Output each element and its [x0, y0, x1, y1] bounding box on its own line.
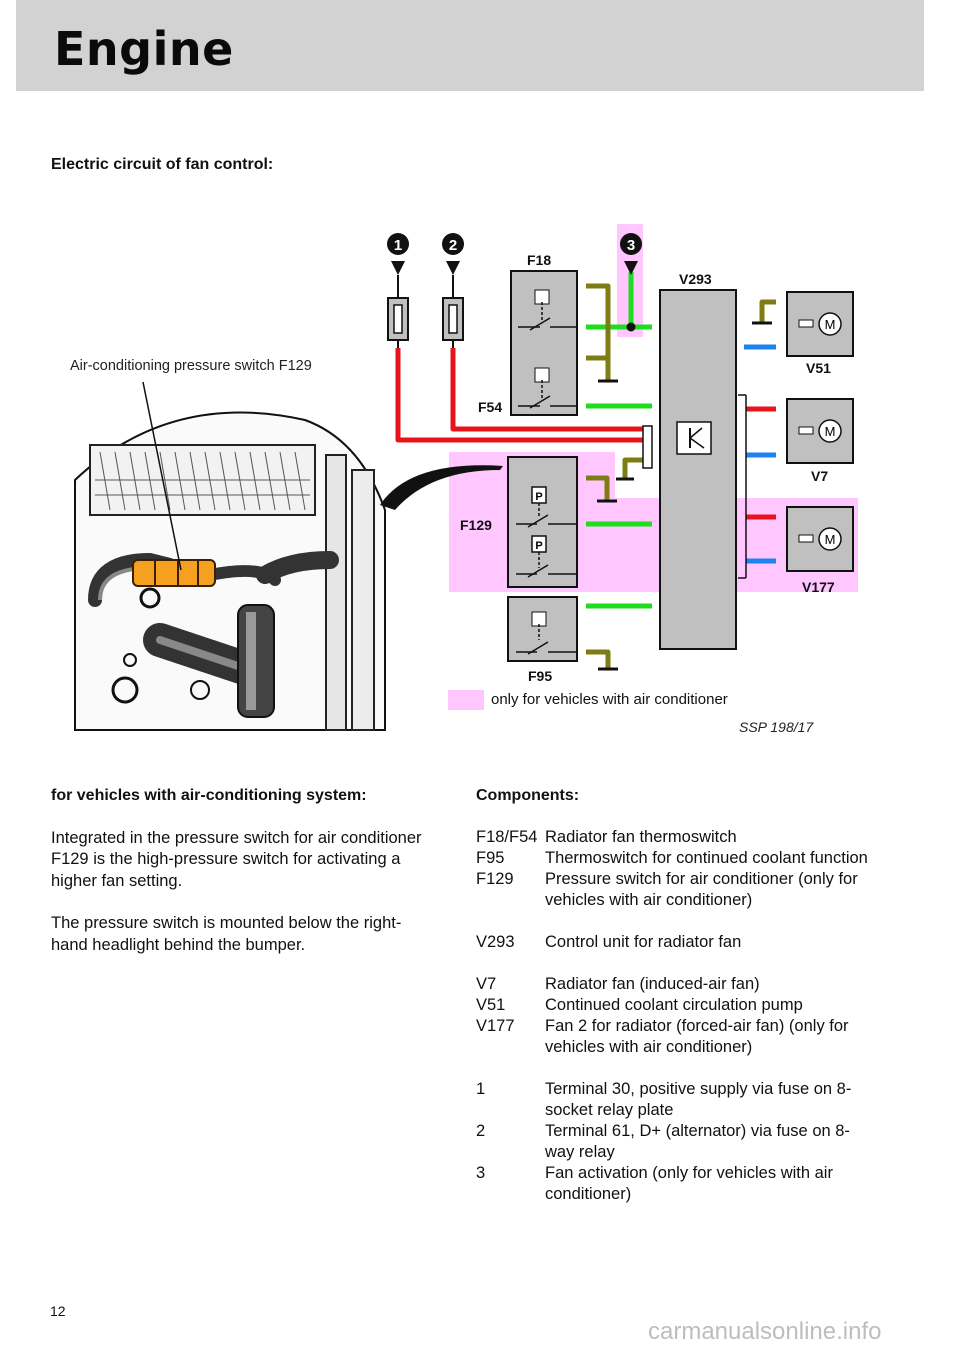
left-heading: for vehicles with air-conditioning syste… — [51, 787, 367, 804]
label-v7: V7 — [811, 468, 828, 484]
pressure-symbol-2: P — [535, 540, 542, 552]
motor-v51: M — [786, 291, 854, 357]
label-f95: F95 — [528, 668, 552, 684]
component-group: F18/F54 Radiator fan thermoswitch F95 Th… — [476, 827, 876, 911]
marker-2-label: 2 — [449, 237, 457, 254]
component-group: 1 Terminal 30, positive supply via fuse … — [476, 1079, 876, 1205]
switch-block-f95 — [507, 596, 578, 662]
component-code: V7 — [476, 975, 497, 993]
circuit-diagram: 1 2 3 P — [74, 224, 858, 731]
component-desc: Terminal 30, positive supply via fuse on… — [545, 1080, 852, 1119]
marker-2: 2 — [442, 233, 464, 348]
motor-v7: M — [786, 398, 854, 464]
ground-symbols — [597, 321, 772, 671]
marker-1-label: 1 — [394, 237, 402, 254]
page-title: Engine — [54, 22, 234, 76]
marker-3-label: 3 — [627, 237, 635, 254]
component-desc: Terminal 61, D+ (alternator) via fuse on… — [545, 1122, 850, 1161]
components-list: Components: F18/F54 Radiator fan thermos… — [476, 785, 876, 1226]
motor-symbol-v7: M — [825, 424, 836, 439]
marker-3: 3 — [620, 233, 642, 275]
component-desc: Pressure switch for air conditioner (onl… — [545, 870, 858, 909]
legend-text: only for vehicles with air conditioner — [491, 691, 728, 708]
motor-v177: M — [786, 506, 854, 572]
motor-symbol-v51: M — [825, 317, 836, 332]
left-paragraph-2: The pressure switch is mounted below the… — [51, 914, 402, 954]
component-desc: Continued coolant circulation pump — [545, 996, 803, 1014]
component-group: V7 Radiator fan (induced-air fan) V51 Co… — [476, 974, 876, 1058]
component-code: V51 — [476, 996, 506, 1014]
component-code: 2 — [476, 1122, 486, 1140]
switch-block-f129: P P — [507, 456, 578, 588]
callout-arrow — [380, 465, 503, 510]
marker-1: 1 — [387, 233, 409, 348]
left-column: for vehicles with air-conditioning syste… — [51, 785, 431, 977]
component-code: F129 — [476, 870, 514, 888]
label-f18: F18 — [527, 252, 551, 268]
label-v51: V51 — [806, 360, 831, 376]
component-code: F95 — [476, 849, 505, 867]
callout-label: Air-conditioning pressure switch F129 — [70, 358, 312, 374]
component-code: 3 — [476, 1164, 486, 1182]
component-row: 2 Terminal 61, D+ (alternator) via fuse … — [476, 1121, 876, 1163]
component-desc: Radiator fan thermoswitch — [545, 828, 737, 846]
component-code: V177 — [476, 1017, 515, 1035]
motor-symbol-v177: M — [825, 532, 836, 547]
callout-leader-line — [142, 381, 182, 571]
figure-reference: SSP 198/17 — [739, 719, 814, 735]
pressure-switch-photo — [74, 411, 386, 731]
component-code: 1 — [476, 1080, 486, 1098]
component-row: V177 Fan 2 for radiator (forced-air fan)… — [476, 1016, 876, 1058]
legend-swatch — [448, 690, 484, 710]
component-row: F129 Pressure switch for air conditioner… — [476, 869, 876, 911]
label-v177: V177 — [802, 579, 835, 595]
component-row: 3 Fan activation (only for vehicles with… — [476, 1163, 876, 1205]
switch-block-f18-f54 — [510, 270, 578, 416]
component-row: V51 Continued coolant circulation pump — [476, 995, 876, 1016]
component-row: 1 Terminal 30, positive supply via fuse … — [476, 1079, 876, 1121]
components-heading: Components: — [476, 787, 580, 804]
label-v293: V293 — [679, 271, 712, 287]
watermark: carmanualsonline.info — [648, 1318, 882, 1345]
component-desc: Radiator fan (induced-air fan) — [545, 975, 760, 993]
label-f54: F54 — [478, 399, 502, 415]
component-desc: Fan 2 for radiator (forced-air fan) (onl… — [545, 1017, 849, 1056]
left-paragraph-1: Integrated in the pressure switch for ai… — [51, 828, 422, 890]
page-header: Engine — [16, 0, 924, 91]
figure-subtitle: Electric circuit of fan control: — [51, 156, 274, 173]
wires — [395, 272, 776, 668]
component-code: V293 — [476, 933, 515, 951]
component-row: V293 Control unit for radiator fan — [476, 932, 876, 953]
component-desc: Control unit for radiator fan — [545, 933, 742, 951]
page-number: 12 — [50, 1303, 66, 1319]
pressure-symbol-1: P — [535, 491, 542, 503]
component-desc: Thermoswitch for continued coolant funct… — [545, 849, 868, 867]
control-unit-v293 — [659, 289, 737, 650]
component-code: F18/F54 — [476, 828, 538, 846]
component-row: F95 Thermoswitch for continued coolant f… — [476, 848, 876, 869]
component-group: V293 Control unit for radiator fan — [476, 932, 876, 953]
component-row: F18/F54 Radiator fan thermoswitch — [476, 827, 876, 848]
label-f129: F129 — [460, 517, 492, 533]
component-desc: Fan activation (only for vehicles with a… — [545, 1164, 833, 1203]
junction-dot — [626, 322, 636, 332]
component-row: V7 Radiator fan (induced-air fan) — [476, 974, 876, 995]
